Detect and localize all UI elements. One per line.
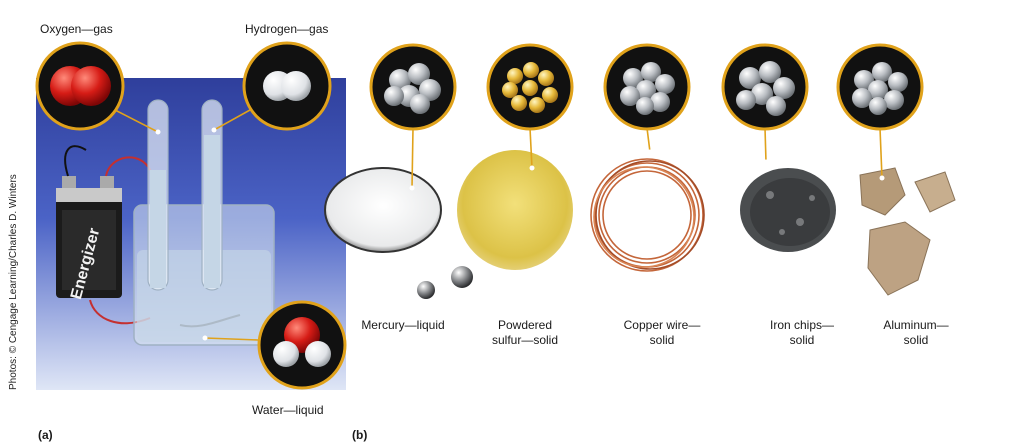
copper-label-line2: solid: [649, 333, 675, 347]
mercury-label: Mercury—liquid: [350, 318, 456, 333]
panel-a-label: (a): [38, 428, 53, 442]
hydrogen-label: Hydrogen—gas: [245, 22, 329, 36]
water-molecule-icon: [257, 300, 347, 390]
iron-atoms-icon: [721, 43, 809, 131]
leader-lines-a: [114, 109, 259, 341]
iron-label-line1: Iron chips—: [769, 318, 835, 332]
panel-b-label: (b): [352, 428, 368, 442]
mercury-atoms-icon: [369, 43, 457, 131]
test-tubes: [147, 99, 223, 291]
sulfur-label-line1: Powdered: [497, 318, 553, 332]
oxygen-label: Oxygen—gas: [40, 22, 113, 36]
leader-lines-b: [411, 127, 883, 189]
copper-label-line1: Copper wire—: [623, 318, 701, 332]
sulfur-atoms-icon: [486, 43, 574, 131]
aluminum-sample: [859, 167, 956, 296]
battery: Energizer: [56, 176, 122, 301]
aluminum-atoms-icon: [836, 43, 924, 131]
aluminum-label: Aluminum— solid: [866, 318, 966, 348]
iron-label-line2: solid: [789, 333, 815, 347]
photo-credit: Photos: © Cengage Learning/Charles D. Wi…: [8, 174, 19, 390]
sulfur-label-line2: sulfur—solid: [491, 333, 559, 347]
mercury-sample: [324, 167, 473, 299]
oxygen-molecule-icon: [35, 41, 125, 131]
copper-atoms-icon: [603, 43, 691, 131]
aluminum-label-line1: Aluminum—: [883, 318, 949, 332]
copper-wire-sample: [590, 158, 705, 272]
hydrogen-molecule-icon: [242, 41, 332, 131]
aluminum-label-line2: solid: [903, 333, 929, 347]
iron-label: Iron chips— solid: [752, 318, 852, 348]
leader-dots-b: [409, 149, 885, 191]
sulfur-label: Powdered sulfur—solid: [475, 318, 575, 348]
leader-dots-a: [155, 127, 217, 341]
copper-label: Copper wire— solid: [612, 318, 712, 348]
sulfur-sample: [457, 150, 573, 270]
iron-chips-sample: [740, 168, 836, 252]
water-label: Water—liquid: [252, 403, 324, 417]
mercury-label-line1: Mercury—liquid: [361, 318, 445, 332]
